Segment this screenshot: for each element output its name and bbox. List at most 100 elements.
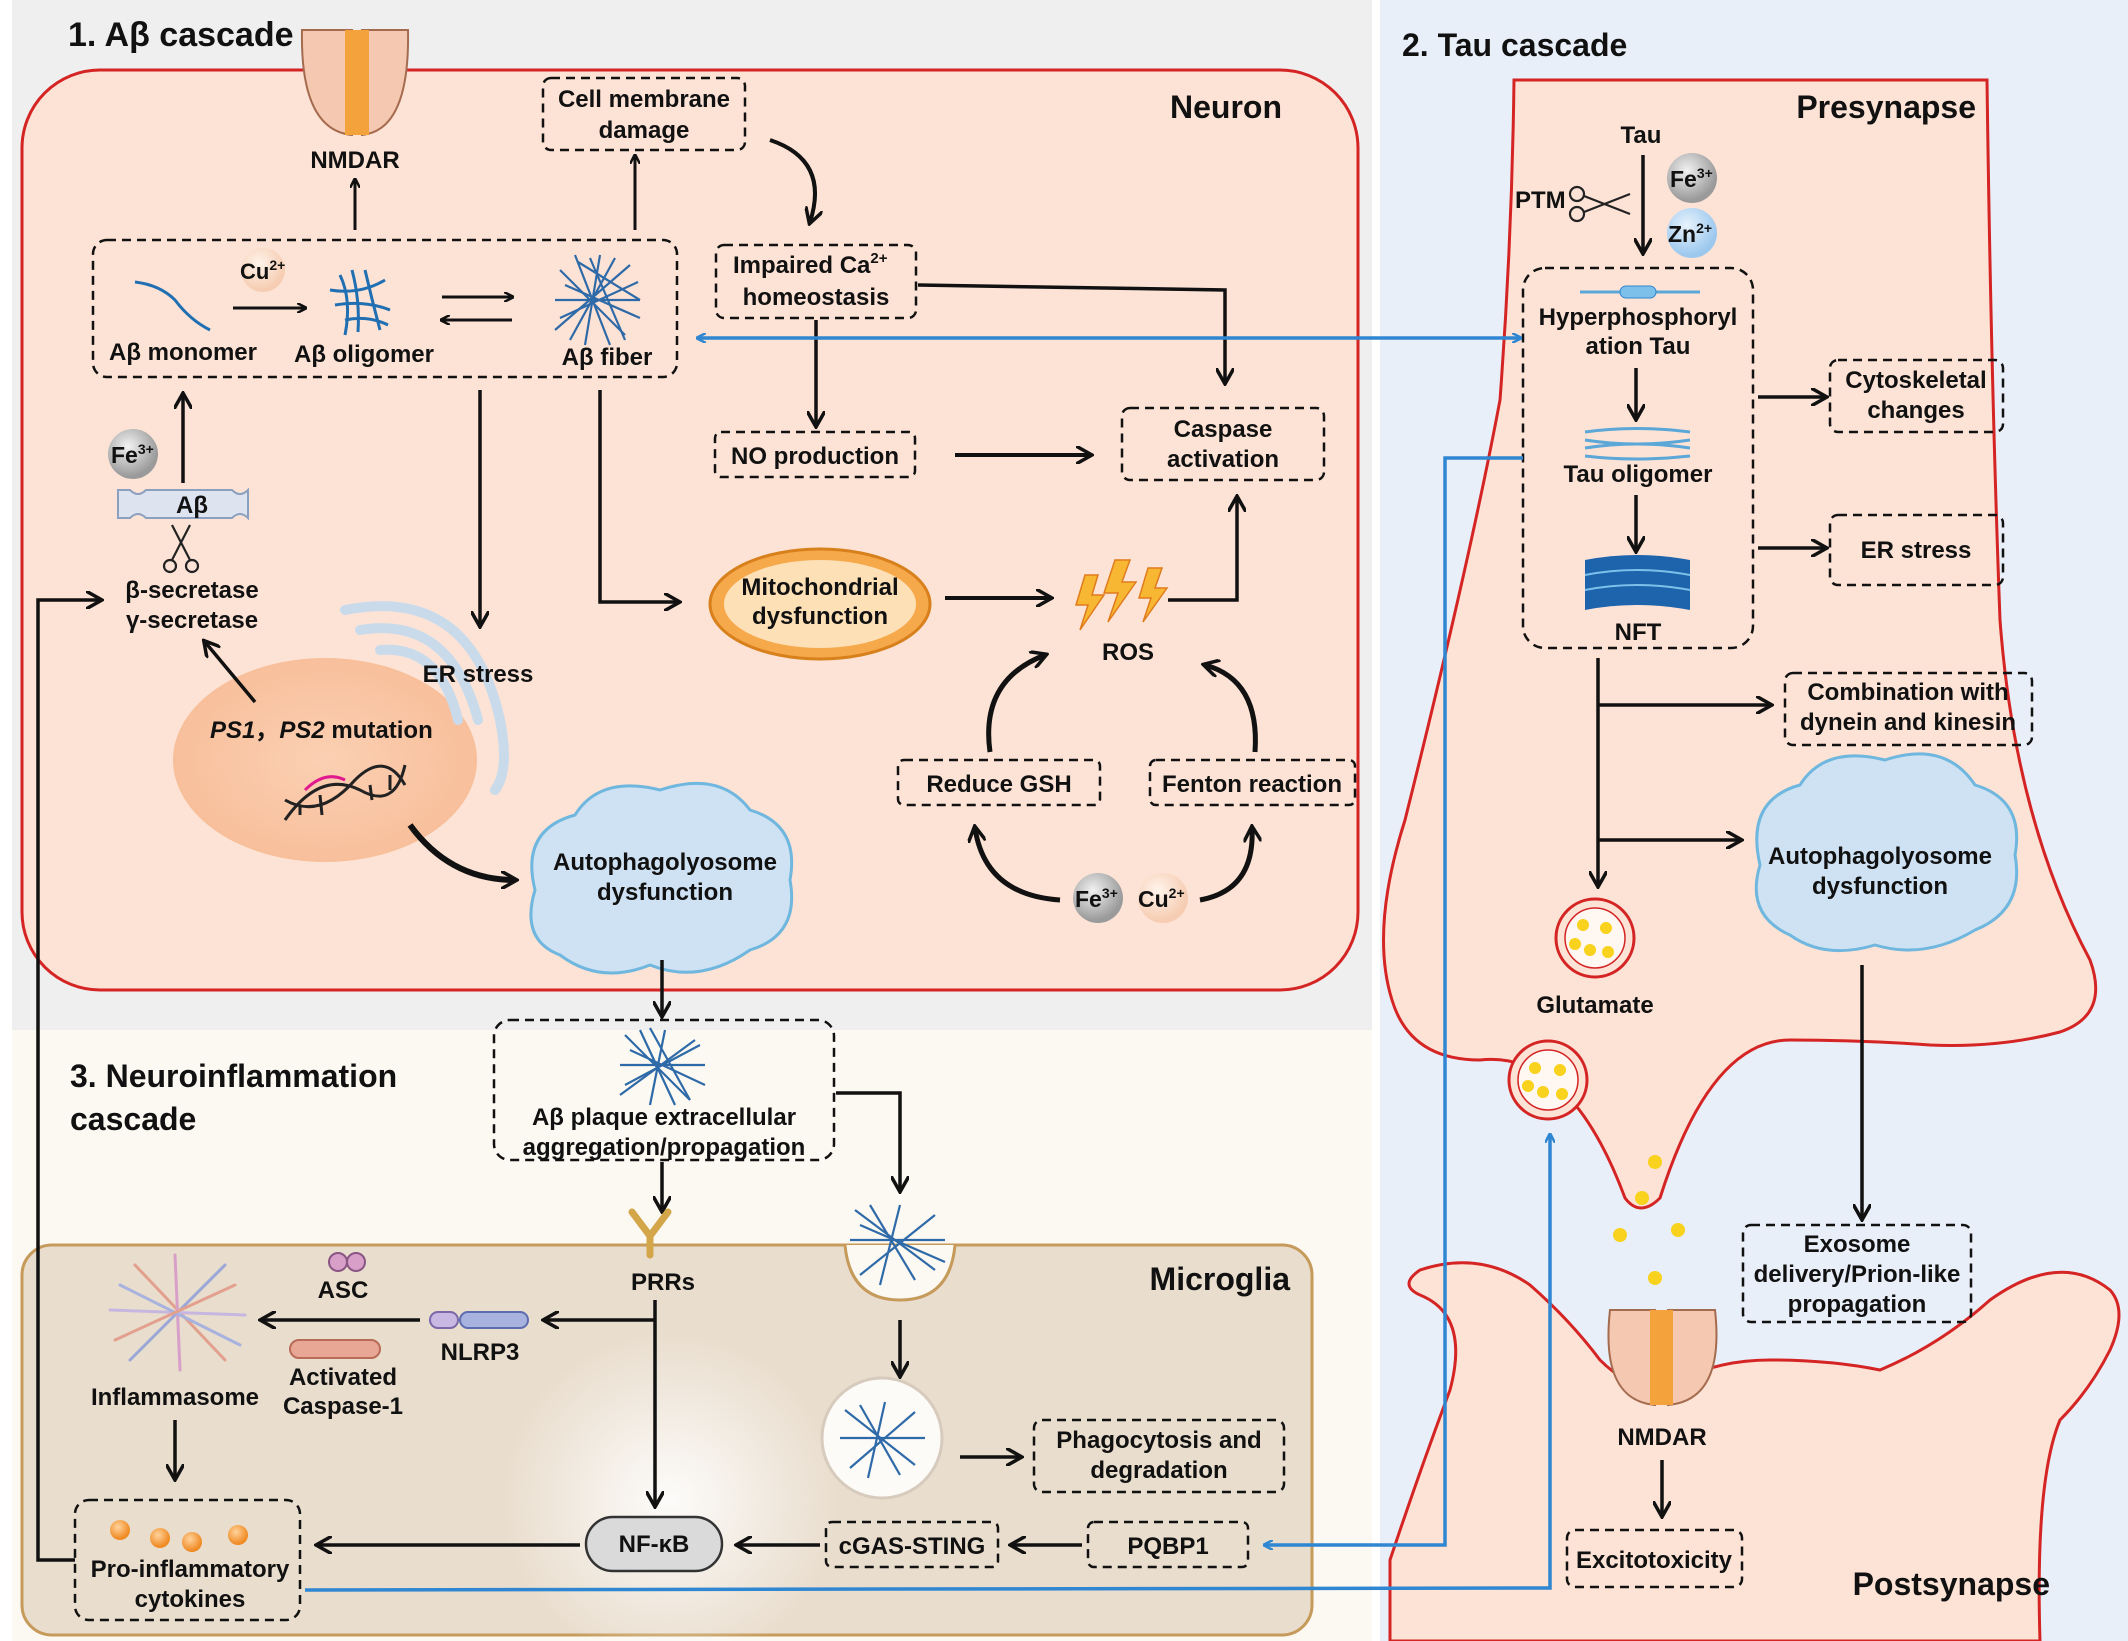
arrow-ions-to-fenton	[1199, 828, 1252, 903]
no-production-box	[713, 430, 917, 479]
activated-caspase-icon	[289, 1339, 381, 1359]
section-title-neuroinflammation-1: 3. Neuroinflammation	[70, 1058, 397, 1094]
cytokines-label-1: Pro-inflammatory	[91, 1556, 290, 1583]
glutamate-vesicle-1	[1554, 897, 1636, 979]
microglia-glow	[500, 1330, 840, 1641]
excitotoxicity-box	[1565, 1528, 1744, 1589]
blue-link-tau-to-pqbp1	[1265, 456, 1523, 1545]
asc-icon	[328, 1252, 366, 1272]
prrs-label: PRRs	[631, 1269, 695, 1296]
mitochondrion-icon	[708, 547, 932, 661]
autophagy-cloud-right	[1754, 752, 2019, 953]
nlrp3-label: NLRP3	[441, 1339, 520, 1366]
plaque-label-2: aggregation/propagation	[523, 1134, 806, 1161]
no-production-label: NO production	[731, 443, 899, 470]
nft-tangle-icon	[1584, 555, 1691, 610]
app-abeta-label: Aβ	[176, 492, 208, 519]
nlrp3-icon-a	[429, 1311, 459, 1329]
phagosome-abeta-icon	[840, 1401, 925, 1479]
prr-receptor-icon	[628, 1208, 672, 1259]
cytoskeletal-box	[1828, 358, 2005, 434]
cu-ion-loop-label: Cu2+	[1138, 885, 1185, 912]
nmdar-channel-icon	[300, 29, 410, 137]
scissors-icon-right	[1568, 185, 1631, 223]
phagocytosis-box	[1032, 1418, 1286, 1494]
fe-ion-tau-label: Fe3+	[1670, 165, 1713, 192]
er-stress-box-right	[1828, 513, 2005, 587]
impaired-calcium-label-1: Impaired Ca2+	[733, 250, 888, 279]
asc-label: ASC	[318, 1277, 369, 1304]
plaque-label-1: Aβ plaque extracellular	[532, 1104, 796, 1131]
pqbp1-label: PQBP1	[1127, 1533, 1208, 1560]
cu-ion-loop	[1138, 873, 1188, 923]
impaired-calcium-box	[714, 243, 918, 320]
section-title-neuroinflammation-2: cascade	[70, 1101, 196, 1137]
abeta-oligomer-label: Aβ oligomer	[294, 341, 434, 368]
section-title-abeta: 1. Aβ cascade	[68, 16, 294, 54]
nucleus	[173, 658, 477, 862]
caspase-label-2: activation	[1167, 446, 1279, 473]
fe-ion-tau	[1667, 153, 1717, 203]
fenton-reaction-box	[1148, 758, 1357, 807]
app-protein-icon	[117, 487, 249, 521]
fe-ion-loop	[1073, 873, 1123, 923]
abeta-oligomer-icon	[329, 269, 391, 336]
activated-caspase-label-2: Caspase-1	[283, 1393, 403, 1420]
phagocytosis-label-1: Phagocytosis and	[1056, 1427, 1261, 1454]
dna-helix-icon	[283, 764, 407, 821]
cu-ion	[241, 248, 285, 292]
cgas-sting-box	[824, 1520, 1000, 1569]
ros-lightning-icon	[1074, 559, 1169, 631]
cell-membrane-label-2: damage	[599, 117, 690, 144]
abeta-aggregation-box	[91, 238, 679, 379]
arrow-membrane-to-calcium	[769, 138, 815, 222]
engulfed-abeta-icon	[850, 1204, 946, 1286]
autophagy-left-label-2: dysfunction	[597, 879, 733, 906]
caspase-activation-box	[1120, 406, 1326, 482]
pqbp1-box	[1086, 1520, 1250, 1569]
postsynapse-spine	[1388, 1261, 2121, 1641]
combination-label-2: dynein and kinesin	[1800, 709, 2016, 736]
tau-oligomer-label: Tau oligomer	[1564, 461, 1713, 488]
fe-ion-left-label: Fe3+	[111, 441, 154, 468]
phospho-tau-icon	[1580, 285, 1700, 299]
combination-box	[1783, 671, 2034, 747]
nft-label: NFT	[1615, 619, 1662, 646]
fenton-reaction-label: Fenton reaction	[1162, 771, 1342, 798]
cytokines-label-2: cytokines	[135, 1586, 246, 1613]
cell-membrane-damage-box	[541, 76, 747, 152]
arrow-fenton-to-ros	[1205, 665, 1258, 753]
impaired-calcium-label-2: homeostasis	[743, 284, 890, 311]
plaque-box	[492, 1018, 836, 1162]
engulfment-pocket	[843, 1244, 957, 1302]
zn-ion-tau-label: Zn2+	[1668, 220, 1712, 247]
activated-caspase-label-1: Activated	[289, 1364, 397, 1391]
blue-link-cytokines-to-synapse	[304, 1135, 1550, 1592]
arrow-nucleus-to-autophagy	[407, 823, 515, 880]
region-label-presynapse: Presynapse	[1796, 89, 1976, 125]
nfkb-label: NF-κB	[619, 1531, 690, 1558]
ps-mutation-label: PS1，PS2 mutation	[210, 717, 433, 744]
reduce-gsh-box	[896, 758, 1102, 807]
hyper-tau-label-1: Hyperphosphoryl	[1539, 304, 1738, 331]
arrow-plaque-to-phagosome	[836, 1091, 900, 1190]
exosome-box	[1741, 1223, 1973, 1324]
gamma-secretase-label: γ-secretase	[126, 607, 258, 634]
cytokine-dots-icon	[110, 1520, 248, 1552]
inflammasome-icon	[108, 1253, 247, 1372]
cgas-sting-label: cGAS-STING	[839, 1533, 986, 1560]
beta-secretase-label: β-secretase	[125, 577, 258, 604]
released-glutamate-dots	[1613, 1155, 1685, 1285]
abeta-fiber-icon	[554, 254, 641, 346]
fe-ion-left	[108, 429, 158, 479]
exosome-label-3: propagation	[1788, 1291, 1927, 1318]
feedback-cytokines-to-secretase	[36, 600, 100, 1562]
mito-label-2: dysfunction	[752, 603, 888, 630]
combination-label-1: Combination with	[1807, 679, 2008, 706]
cytoskeletal-label-2: changes	[1867, 397, 1964, 424]
abeta-plaque-icon	[619, 1027, 706, 1106]
arrow-ps-to-secretase	[205, 642, 257, 704]
section-title-tau: 2. Tau cascade	[1402, 27, 1627, 63]
fe-ion-loop-label: Fe3+	[1075, 885, 1118, 912]
reduce-gsh-label: Reduce GSH	[926, 771, 1071, 798]
